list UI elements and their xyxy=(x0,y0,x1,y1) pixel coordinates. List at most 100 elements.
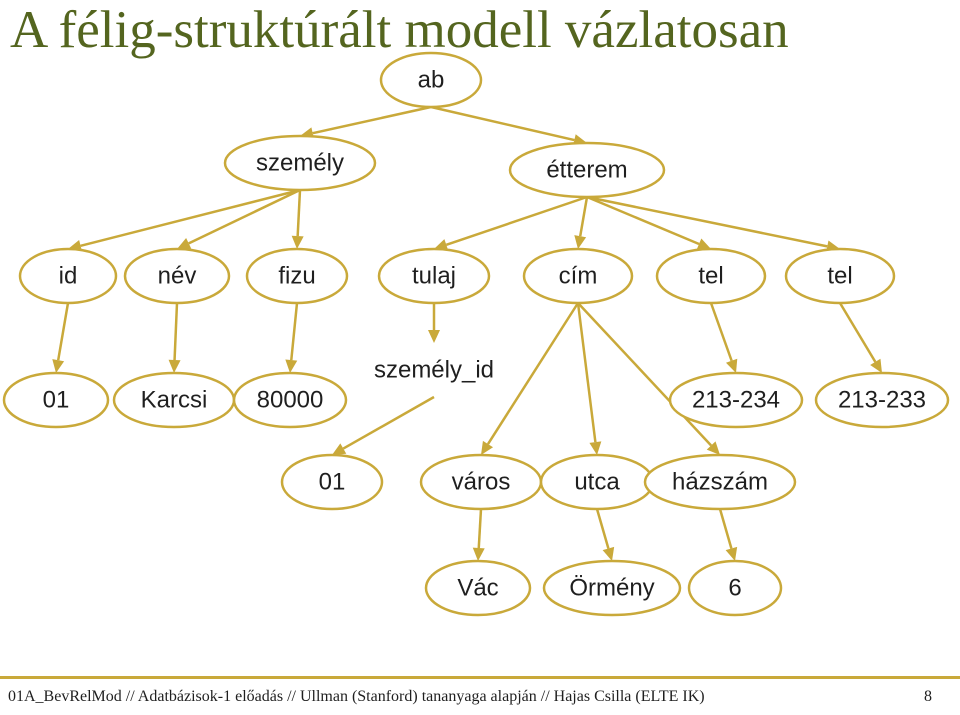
edge-id-to-v01 xyxy=(56,302,70,361)
edge-etterem-to-tel1 xyxy=(586,195,700,246)
edge-szemely-to-id xyxy=(80,188,301,248)
node-v01: 01 xyxy=(2,371,110,429)
node-label-szemely_id: személy_id xyxy=(374,357,494,384)
edge-etterem-to-cim xyxy=(578,196,589,237)
edge-hazszam-to-v6 xyxy=(718,508,733,549)
node-etterem: étterem xyxy=(508,141,666,199)
node-ellipse-tulaj xyxy=(377,247,491,305)
node-ellipse-tel2 xyxy=(784,247,896,305)
arrowhead-utca-to-ormeny xyxy=(602,546,615,561)
arrowhead-etterem-to-cim xyxy=(574,235,587,249)
node-label-vac: Vác xyxy=(457,575,498,602)
edge-szemely_id-to-sid01 xyxy=(342,395,435,450)
node-ellipse-ab xyxy=(379,51,483,109)
node-ellipse-tel1 xyxy=(655,247,767,305)
edge-utca-to-ormeny xyxy=(595,508,610,549)
arrowhead-cim-to-hazszam xyxy=(706,441,720,455)
edge-szemely-to-fizu xyxy=(296,189,302,237)
edge-szemely-to-nev xyxy=(188,188,301,245)
slide-title: A félig-struktúrált modell vázlatosan xyxy=(10,1,789,59)
node-ormeny: Örmény xyxy=(542,559,682,617)
node-ellipse-v01 xyxy=(2,371,110,429)
arrowhead-tel2-to-v213233 xyxy=(870,358,882,373)
node-label-sid01: 01 xyxy=(319,469,346,496)
node-v6: 6 xyxy=(687,559,783,617)
node-ellipse-v80000 xyxy=(232,371,348,429)
arrowhead-etterem-to-tulaj xyxy=(434,239,449,251)
edge-varos-to-vac xyxy=(477,508,483,549)
node-tel2: tel xyxy=(784,247,896,305)
edge-tel2-to-v213233 xyxy=(838,302,877,363)
node-ellipse-szemely xyxy=(223,134,377,192)
node-ellipse-nev xyxy=(123,247,231,305)
node-label-varos: város xyxy=(452,469,511,496)
page-number: 8 xyxy=(924,688,932,705)
arrowhead-varos-to-vac xyxy=(472,547,485,561)
arrowhead-szemely-to-fizu xyxy=(291,235,304,249)
node-tel1: tel xyxy=(655,247,767,305)
node-label-v6: 6 xyxy=(728,575,741,602)
edge-ab-to-szemely xyxy=(312,105,432,135)
edge-cim-to-utca xyxy=(576,302,597,443)
arrowhead-cim-to-utca xyxy=(589,441,602,455)
node-label-szemely: személy xyxy=(256,150,344,177)
arrowhead-hazszam-to-v6 xyxy=(725,546,738,561)
node-vac: Vác xyxy=(424,559,532,617)
arrowhead-etterem-to-tel1 xyxy=(696,238,711,250)
node-ab: ab xyxy=(379,51,483,109)
edge-etterem-to-tel2 xyxy=(586,195,828,248)
node-ellipse-cim xyxy=(522,247,634,305)
node-sid01: 01 xyxy=(280,453,384,511)
node-ellipse-etterem xyxy=(508,141,666,199)
edge-fizu-to-v80000 xyxy=(290,302,299,361)
arrowhead-fizu-to-v80000 xyxy=(285,359,298,373)
node-label-hazszam: házszám xyxy=(672,469,768,496)
node-label-cim: cím xyxy=(559,263,598,290)
node-label-v213233: 213-233 xyxy=(838,387,926,414)
footer-divider xyxy=(0,676,960,679)
edge-tel1-to-v213234 xyxy=(709,302,733,362)
node-v213233: 213-233 xyxy=(814,371,950,429)
node-label-v80000: 80000 xyxy=(257,387,324,414)
node-ellipse-ormeny xyxy=(542,559,682,617)
node-label-utca: utca xyxy=(574,469,620,496)
footer-text: 01A_BevRelMod // Adatbázisok-1 előadás /… xyxy=(8,688,705,705)
node-karcsi: Karcsi xyxy=(112,371,236,429)
node-szemely: személy xyxy=(223,134,377,192)
node-label-tel1: tel xyxy=(698,263,723,290)
node-fizu: fizu xyxy=(245,247,349,305)
node-label-ab: ab xyxy=(418,67,445,94)
node-szemely_id: személy_id xyxy=(374,357,494,384)
node-hazszam: házszám xyxy=(643,453,797,511)
node-label-ormeny: Örmény xyxy=(569,575,654,602)
node-ellipse-vac xyxy=(424,559,532,617)
node-label-id: id xyxy=(59,263,78,290)
arrowhead-id-to-v01 xyxy=(52,359,65,373)
node-utca: utca xyxy=(539,453,655,511)
edge-etterem-to-tulaj xyxy=(445,195,588,247)
arrowhead-nev-to-karcsi xyxy=(168,359,181,373)
arrowhead-tel1-to-v213234 xyxy=(725,358,738,373)
arrowhead-tulaj-to-szemely_id xyxy=(428,330,440,343)
arrowhead-cim-to-varos xyxy=(481,440,494,455)
node-id: id xyxy=(18,247,118,305)
edge-cim-to-hazszam xyxy=(577,302,713,447)
edge-cim-to-varos xyxy=(486,302,580,445)
node-label-karcsi: Karcsi xyxy=(141,387,208,414)
node-ellipse-hazszam xyxy=(643,453,797,511)
node-ellipse-fizu xyxy=(245,247,349,305)
node-label-tulaj: tulaj xyxy=(412,263,456,290)
arrowhead-szemely-to-nev xyxy=(177,237,192,249)
node-nev: név xyxy=(123,247,231,305)
node-label-nev: név xyxy=(158,263,197,290)
node-varos: város xyxy=(419,453,543,511)
edge-ab-to-etterem xyxy=(430,105,575,142)
node-v213234: 213-234 xyxy=(668,371,804,429)
edge-nev-to-karcsi xyxy=(173,302,179,361)
node-ellipse-v213233 xyxy=(814,371,950,429)
node-cim: cím xyxy=(522,247,634,305)
node-label-etterem: étterem xyxy=(546,157,627,184)
node-label-v01: 01 xyxy=(43,387,70,414)
node-v80000: 80000 xyxy=(232,371,348,429)
